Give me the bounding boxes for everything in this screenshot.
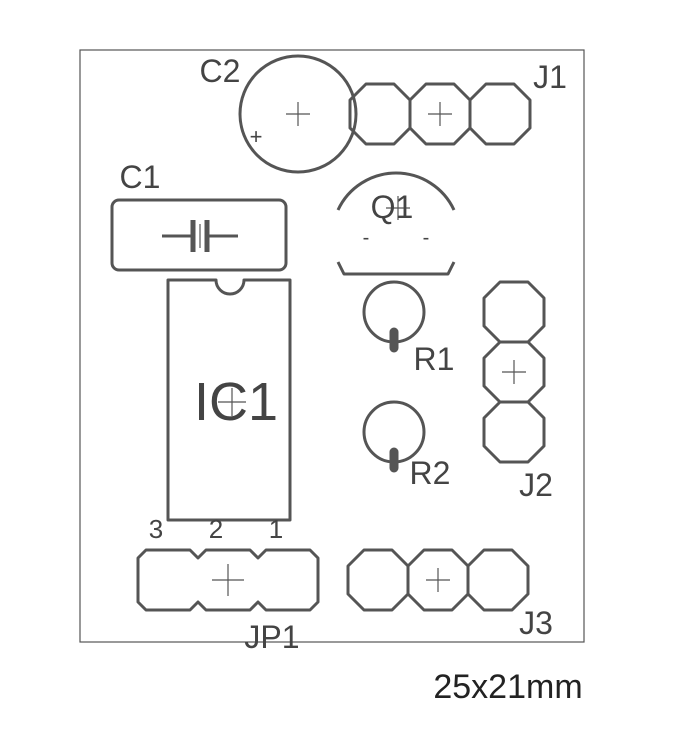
q1-pin-mark-right: - bbox=[423, 227, 430, 249]
transistor-q1: Q1 - - bbox=[336, 171, 456, 276]
header-j2: J2 bbox=[482, 280, 553, 503]
resistor-r2: R2 bbox=[362, 400, 451, 491]
capacitor-c2: + C2 bbox=[200, 53, 358, 174]
c1-label: C1 bbox=[120, 159, 161, 195]
board-outline bbox=[79, 49, 585, 643]
board-size-label: 25x21mm bbox=[433, 668, 582, 706]
q1-pin-mark-left: - bbox=[363, 227, 370, 249]
jp1-pin-3-label: 3 bbox=[149, 514, 163, 544]
capacitor-c1: C1 bbox=[110, 159, 288, 272]
header-j3: J3 bbox=[346, 548, 553, 641]
ic-ic1: IC1 bbox=[166, 278, 292, 522]
j2-label: J2 bbox=[519, 467, 553, 503]
header-jp1: 3 2 1 JP1 bbox=[136, 514, 320, 655]
header-j1: J1 bbox=[348, 59, 567, 146]
q1-label: Q1 bbox=[371, 189, 414, 225]
ic1-label: IC1 bbox=[194, 372, 278, 432]
c2-polarity-mark: + bbox=[250, 124, 263, 149]
resistor-r1: R1 bbox=[362, 280, 455, 377]
j3-label: J3 bbox=[519, 605, 553, 641]
c2-label: C2 bbox=[200, 53, 241, 89]
j1-label: J1 bbox=[533, 59, 567, 95]
r2-label: R2 bbox=[410, 455, 451, 491]
jp1-pin-1-label: 1 bbox=[269, 514, 283, 544]
jp1-pin-2-label: 2 bbox=[209, 514, 223, 544]
jp1-label: JP1 bbox=[244, 619, 299, 655]
r1-label: R1 bbox=[414, 341, 455, 377]
